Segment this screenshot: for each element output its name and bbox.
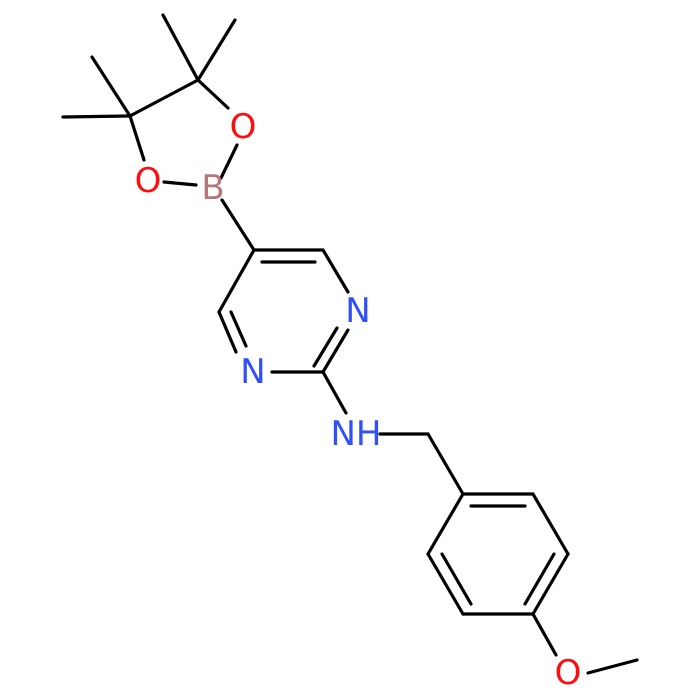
pyrimidine-ring — [217, 248, 350, 374]
atom-nh-amine: NH — [331, 414, 382, 454]
bond-ar-5 — [426, 552, 465, 616]
atom-n-pyrimidine-upper: N — [345, 291, 370, 331]
bond-ar-3-double — [523, 552, 556, 606]
bond-ch2-aryl — [426, 432, 465, 496]
bond-n1-c6-double — [229, 310, 248, 348]
bond-n3-c2 — [321, 328, 350, 374]
atom-o-lower: O — [135, 161, 162, 201]
atom-o-upper: O — [230, 107, 257, 147]
bond-o-c-lower — [128, 114, 146, 162]
bond-ar-6 — [426, 492, 465, 556]
bond-ar-3 — [531, 552, 570, 616]
bond-ar-2 — [531, 492, 570, 556]
bond-n1-c6 — [217, 310, 238, 354]
atom-o-methoxy: O — [555, 653, 582, 693]
bond-ar-5-double — [440, 552, 473, 606]
bond-c-o-upper — [196, 78, 230, 110]
bond-methyl-4 — [61, 114, 132, 119]
bond-b-o-lower — [162, 180, 198, 187]
bond-c2-nh — [321, 370, 348, 415]
bond-b-c5 — [220, 198, 256, 252]
atom-n-pyrimidine-lower: N — [240, 352, 265, 392]
bond-methyl-1 — [161, 13, 200, 82]
benzene-ring — [426, 492, 570, 616]
bond-c4-n3 — [321, 248, 350, 294]
bond-ar-o-methoxy — [531, 612, 558, 657]
atom-b: B — [201, 168, 224, 208]
bond-c6-c5 — [217, 248, 256, 314]
bond-o-ch3-methoxy — [586, 658, 639, 675]
bond-c-c-pinacol — [128, 78, 200, 118]
bond-methyl-2 — [196, 18, 237, 82]
methyl-groups — [61, 13, 237, 119]
bond-o-b-upper — [219, 143, 239, 180]
pinacol-ring — [128, 78, 239, 187]
bond-methyl-3 — [90, 55, 132, 118]
bond-n3-c2-double — [312, 326, 339, 368]
